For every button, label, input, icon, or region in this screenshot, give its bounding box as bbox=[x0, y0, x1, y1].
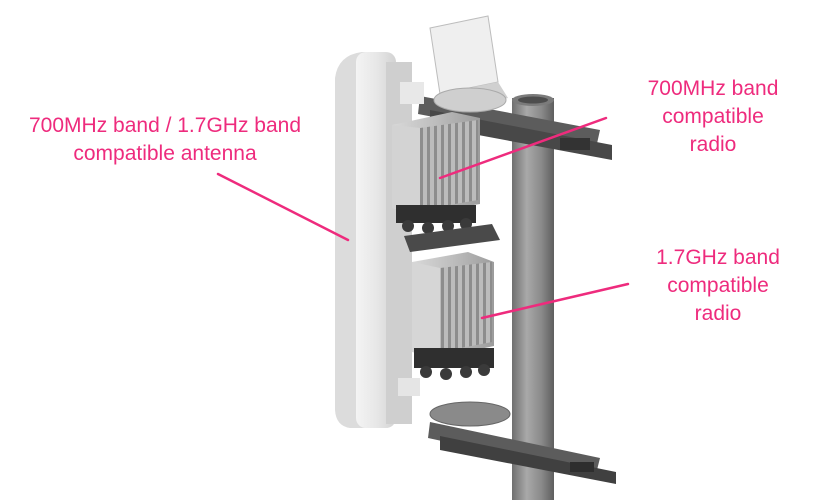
callout-line-antenna bbox=[216, 172, 350, 242]
label-radio-17ghz-line3: radio bbox=[694, 302, 742, 325]
radio-17ghz-unit bbox=[412, 252, 494, 380]
middle-shelf bbox=[404, 224, 500, 252]
label-antenna-line1: 700MHz band / 1.7GHz band bbox=[29, 114, 301, 137]
callout-lines bbox=[216, 116, 630, 320]
label-radio-700mhz-line3: radio bbox=[689, 133, 737, 156]
label-radio-700mhz-line2: compatible bbox=[662, 105, 764, 128]
radio-700mhz-unit bbox=[392, 112, 480, 234]
mounting-pole bbox=[512, 94, 554, 500]
callout-line-17 bbox=[480, 282, 630, 320]
top-mount-bracket bbox=[400, 15, 612, 160]
label-radio-17ghz-line2: compatible bbox=[667, 274, 769, 297]
label-antenna: 700MHz band / 1.7GHz band compatible ant… bbox=[6, 112, 324, 168]
label-radio-17ghz-line1: 1.7GHz band bbox=[656, 246, 780, 269]
callout-line-700 bbox=[438, 116, 608, 180]
label-antenna-line2: compatible antenna bbox=[73, 142, 257, 165]
label-radio-17ghz: 1.7GHz band compatible radio bbox=[628, 244, 808, 328]
bottom-mount-bracket bbox=[398, 378, 616, 484]
label-radio-700mhz-line1: 700MHz band bbox=[647, 77, 779, 100]
label-radio-700mhz: 700MHz band compatible radio bbox=[618, 75, 808, 159]
